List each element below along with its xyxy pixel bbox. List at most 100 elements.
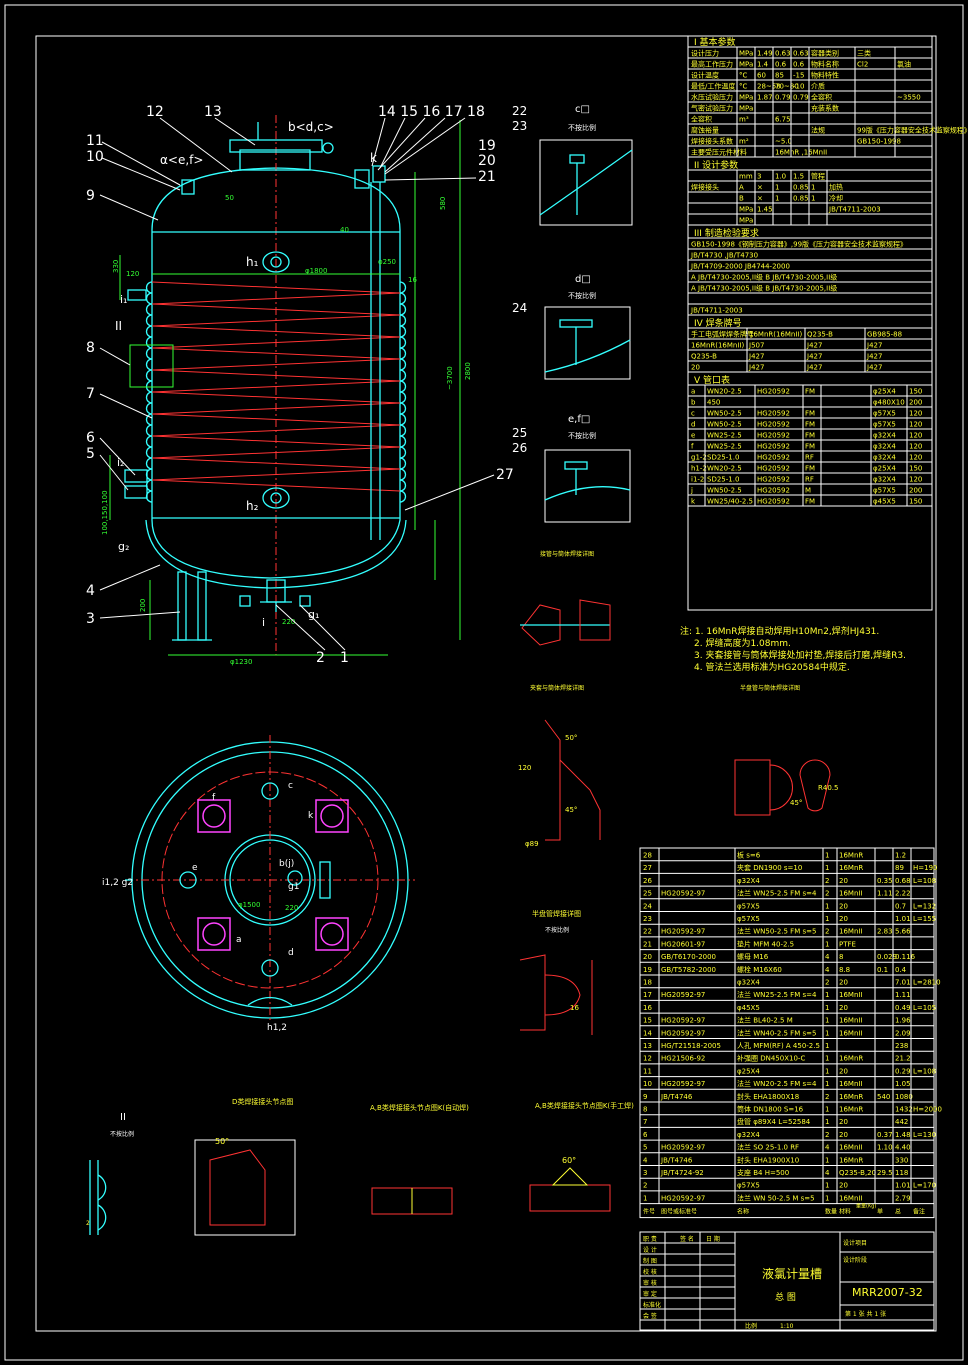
bom-cell: 11: [643, 1067, 652, 1075]
bom-cell: 20: [839, 1067, 848, 1075]
table5-cell: 120: [909, 432, 922, 440]
bom-cell: 法兰 WN 50-2.5 M s=5: [737, 1193, 815, 1202]
bom-cell: 15: [643, 1017, 652, 1025]
detail-jacket-angle-45: 45°: [565, 806, 577, 814]
leader-3: [99, 611, 181, 619]
detail-D-body: [209, 1149, 266, 1226]
table3-cell: JB/T4711-2003: [690, 307, 743, 315]
bom-cell: 2: [825, 890, 829, 898]
table5-cell: f: [691, 443, 694, 451]
table5-cell: 150: [909, 388, 922, 396]
bom-cell: 人孔 MFM(RF) A 450-2.5: [737, 1042, 820, 1050]
table5-cell: 120: [909, 443, 922, 451]
detail-d-frame: [544, 306, 631, 380]
coil-segment: [151, 358, 401, 371]
table5-cell: φ57X5: [873, 487, 896, 495]
table2-cell: 焊接接头: [691, 183, 719, 192]
balloon-13: 13: [204, 104, 222, 120]
bom-cell: 1: [825, 1042, 829, 1050]
coil-half-left: [145, 358, 153, 371]
coil-half-left: [145, 369, 153, 382]
bom-cell: φ57X5: [737, 1182, 760, 1190]
bom-cell: 17: [643, 991, 652, 999]
table1-cell: 介质: [811, 82, 825, 91]
callout-i1: i₁: [120, 293, 127, 306]
bom-cell: HG20592-97: [661, 1144, 705, 1152]
coil-half-right: [399, 413, 407, 426]
bom-cell: 4: [643, 1156, 648, 1164]
table5-cell: HG20592: [757, 476, 790, 484]
table5-cell: WN50-2.5: [707, 421, 742, 429]
leader-7: [99, 393, 153, 419]
bom-cell: 0.1: [877, 966, 888, 974]
bom-header-cell: 材料: [839, 1208, 851, 1216]
detail-nozzle-weld-fillet: [579, 599, 611, 641]
table2-cell: MPa: [739, 217, 753, 225]
bom-cell: L=170: [913, 1182, 936, 1190]
bom-cell: 螺栓 M16X60: [737, 965, 782, 974]
table4-cell: J427: [866, 342, 882, 350]
coil-segment: [151, 281, 401, 294]
table1-cell: 焊接接头系数: [691, 137, 733, 146]
table4-cell: Q235-B: [691, 353, 717, 361]
table1-cell: 0.6: [793, 61, 805, 69]
leader-4: [99, 564, 161, 591]
tb-label: 校 核: [643, 1268, 657, 1276]
table5-cell: φ32X4: [873, 476, 896, 484]
balloon-19: 19: [478, 138, 496, 154]
detail-II-coil2: [97, 1204, 107, 1231]
plan-nozzle-d-ring: [320, 922, 344, 946]
table2-cell: 管程: [811, 172, 825, 181]
bom-cell: GB/T5782-2000: [661, 966, 716, 974]
dim-v120: 120: [126, 270, 139, 278]
scale-value: 1:10: [780, 1323, 794, 1330]
table1-cell: 法规: [811, 126, 825, 135]
table1-cell: 主要受压元件材料: [691, 148, 747, 157]
balloon-11: 11: [86, 133, 104, 149]
table3-cell: GB150-1998《钢制压力容器》,99版《压力容器安全技术监察规程》: [691, 240, 907, 249]
table2-cell: 加热: [829, 183, 843, 192]
plan-label-f: f: [212, 793, 216, 803]
bom-cell: 筒体 DN1800 S=16: [737, 1105, 804, 1114]
table5-cell: FM: [805, 443, 815, 451]
nozzle-k: [354, 169, 370, 189]
bom-cell: 1.05: [895, 1080, 911, 1088]
callout-h1: h₁: [246, 255, 259, 269]
coil-half-left: [145, 435, 153, 448]
bom-cell: 盘管 φ89X4 L=52584: [737, 1117, 811, 1126]
bom-cell: 1: [825, 1118, 829, 1126]
table5-cell: WN25/40-2.5: [707, 498, 753, 506]
bom-cell: 18: [643, 979, 652, 987]
table5-cell: HG20592: [757, 498, 790, 506]
bom-cell: 20: [839, 1182, 848, 1190]
table5-cell: 450: [707, 399, 720, 407]
bom-cell: PTFE: [839, 940, 856, 948]
table5-cell: b: [691, 399, 696, 407]
bom-cell: 10: [643, 1080, 652, 1088]
bom-cell: 支座 B4 H=500: [737, 1168, 789, 1177]
coil-half-right: [399, 281, 407, 294]
balloon-10: 10: [86, 149, 104, 165]
tb-date-label: 日 期: [706, 1235, 720, 1243]
bom-cell: 1.96: [895, 1017, 911, 1025]
bom-cell: φ25X4: [737, 1067, 760, 1075]
dim-v220: 220: [282, 618, 295, 626]
table5-cell: φ25X4: [873, 388, 896, 396]
table2-cell: mm: [739, 173, 753, 181]
nozzle-i2b: [124, 485, 148, 499]
plan-nozzle-g1: [287, 870, 303, 886]
bom-cell: L=108: [913, 877, 936, 885]
note-2: 2. 焊缝高度为1.08mm.: [694, 637, 791, 649]
detail-halfcoil-r40: R40.5: [818, 784, 838, 792]
table5-cell: 120: [909, 410, 922, 418]
detail-c-sub: 不按比例: [568, 123, 596, 132]
stage-label: 设计阶段: [843, 1256, 867, 1264]
bom-cell: 垫片 MFM 40-2.5: [737, 939, 794, 948]
bom-cell: 法兰 SO 25-1.0 RF: [737, 1143, 799, 1152]
table5-cell: HG20592: [757, 421, 790, 429]
bom-header-cell: 件号: [643, 1208, 655, 1216]
table1-cell: 水压试验压力: [691, 93, 733, 102]
detail-ef-frame: [544, 449, 631, 523]
leader-21: [384, 177, 477, 181]
